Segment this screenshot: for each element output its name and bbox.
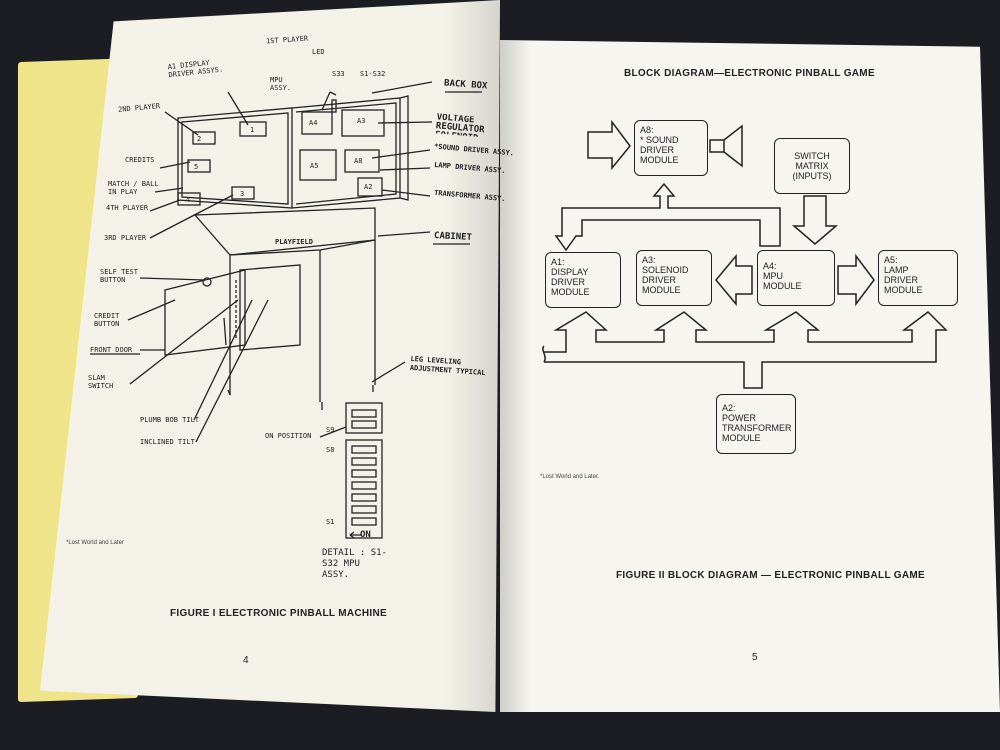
callout-s33: S33 [332, 70, 345, 78]
box-label-1: 1 [250, 126, 255, 134]
label-s1: S1 [326, 518, 335, 526]
block-a4-label: A4: MPU MODULE [763, 261, 802, 291]
block-a8-label: A8: * SOUND DRIVER MODULE [640, 125, 679, 165]
block-switch-label: SWITCH MATRIX (INPUTS) [792, 151, 832, 181]
callout-credit-button: CREDIT BUTTON [94, 312, 120, 328]
box-label-3: 3 [240, 190, 245, 198]
callout-3rd-player: 3RD PLAYER [104, 234, 147, 242]
block-a1-label: A1: DISPLAY DRIVER MODULE [551, 257, 590, 297]
callout-credits: CREDITS [125, 156, 155, 164]
callout-playfield: PLAYFIELD [275, 238, 313, 246]
label-s8: S8 [326, 446, 335, 454]
callout-detail: DETAIL : S1-S32 MPU ASSY. [322, 548, 388, 580]
block-switch-matrix: SWITCH MATRIX (INPUTS) [774, 138, 850, 194]
callout-inclined-tilt: INCLINED TILT [140, 438, 195, 446]
box-label-5: 5 [194, 163, 199, 171]
block-a5-label: A5: LAMP DRIVER MODULE [884, 255, 923, 295]
callout-led: LED [312, 48, 325, 56]
panel-label-a2: A2 [364, 183, 373, 191]
block-a3-solenoid-driver: A3: SOLENOID DRIVER MODULE [636, 250, 712, 306]
right-figure-caption: FIGURE II BLOCK DIAGRAM — ELECTRONIC PIN… [616, 570, 925, 581]
panel-label-a4: A4 [309, 119, 318, 127]
callout-match-ball: MATCH / BALL IN PLAY [108, 180, 159, 196]
panel-label-a5: A5 [310, 162, 319, 170]
left-figure-caption: FIGURE I ELECTRONIC PINBALL MACHINE [170, 608, 387, 619]
box-label-2: 2 [197, 135, 202, 143]
right-page-number: 5 [752, 652, 758, 663]
right-footnote: *Lost World and Later. [540, 474, 600, 480]
left-page [40, 0, 500, 712]
label-s9: S9 [326, 426, 335, 434]
callout-4th-player: 4TH PLAYER [106, 204, 149, 212]
block-a2-label: A2: POWER TRANSFORMER MODULE [722, 403, 792, 443]
panel-label-a3: A3 [357, 117, 366, 125]
left-page-number: 4 [243, 655, 249, 666]
block-a8-sound-driver: A8: * SOUND DRIVER MODULE [634, 120, 708, 176]
callout-slam-switch: SLAM SWITCH [88, 374, 114, 390]
right-page-title: BLOCK DIAGRAM—ELECTRONIC PINBALL GAME [624, 68, 875, 79]
left-footnote: *Lost World and Later [66, 540, 124, 546]
label-on: ON [360, 530, 371, 540]
left-page-shadow [40, 0, 500, 712]
callout-front-door: FRONT DOOR [90, 346, 133, 354]
panel-label-a8: A8 [354, 157, 363, 165]
callout-s1-s32: S1-S32 [360, 70, 386, 78]
pinball-machine-drawing [90, 81, 482, 539]
callout-plumb-bob: PLUMB BOB TILT [140, 416, 200, 424]
block-a4-mpu: A4: MPU MODULE [757, 250, 835, 306]
block-a1-display-driver: A1: DISPLAY DRIVER MODULE [545, 252, 621, 308]
callout-mpu: MPU ASSY. [270, 76, 292, 92]
callout-on-position: ON POSITION [265, 432, 312, 440]
right-page [500, 40, 1000, 712]
block-a3-label: A3: SOLENOID DRIVER MODULE [642, 255, 689, 295]
box-label-4: 4 [186, 196, 191, 204]
block-a2-power-transformer: A2: POWER TRANSFORMER MODULE [716, 394, 796, 454]
callout-self-test: SELF TEST BUTTON [100, 268, 138, 284]
right-page-shadow [500, 40, 1000, 712]
block-a5-lamp-driver: A5: LAMP DRIVER MODULE [878, 250, 958, 306]
